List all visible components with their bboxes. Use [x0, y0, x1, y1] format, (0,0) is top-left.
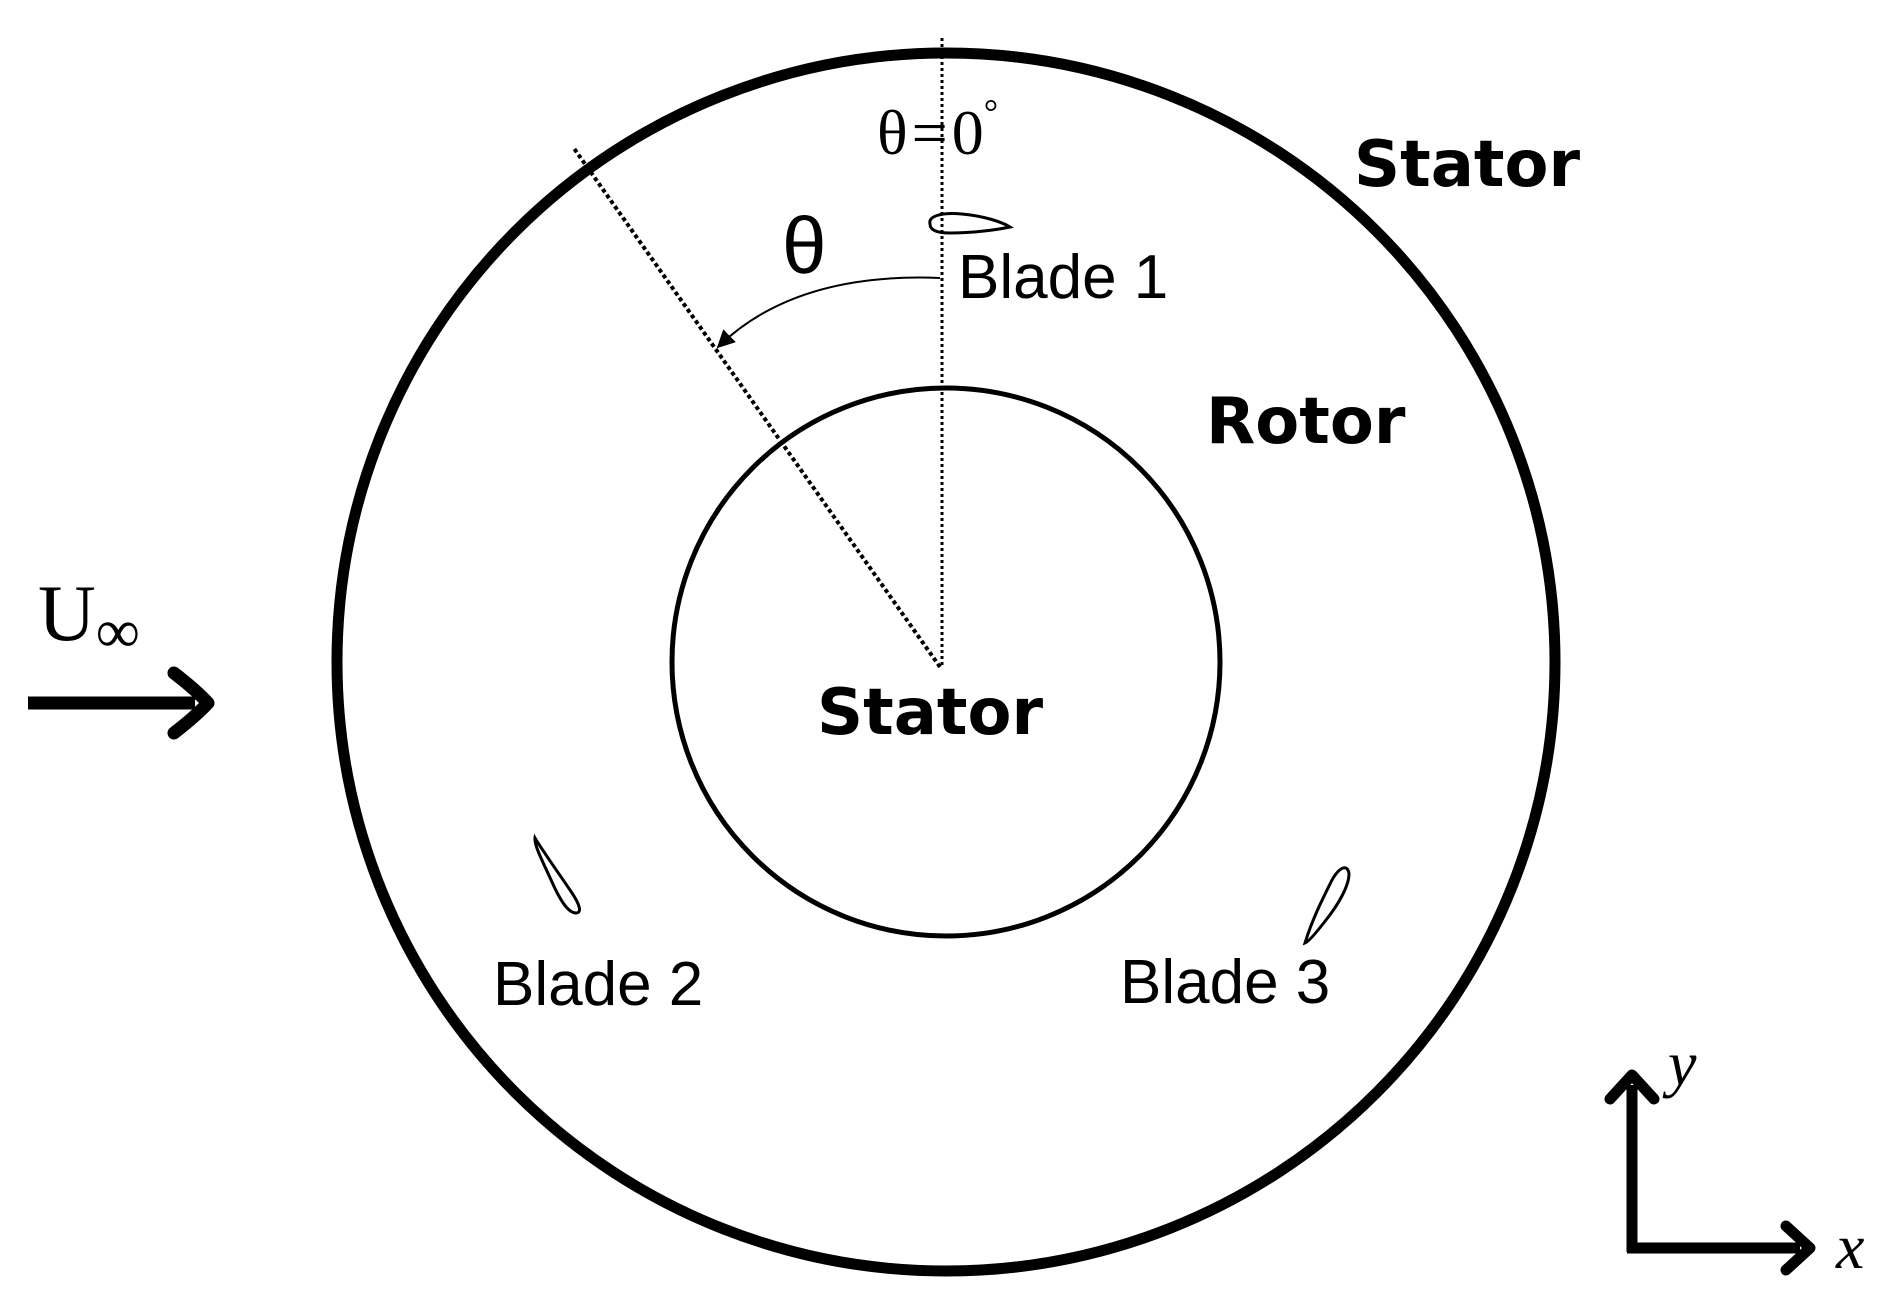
axis-y-arrowhead	[1604, 1069, 1660, 1105]
axis-x-arrowhead	[1780, 1220, 1816, 1276]
blade-2-airfoil	[533, 833, 581, 915]
blade-3-airfoil	[1302, 866, 1351, 946]
theta-zero-label: θ=0°	[877, 92, 998, 168]
coordinate-axes	[1604, 1069, 1816, 1276]
inner-rotor-circle	[669, 385, 1223, 939]
theta-label: θ	[782, 201, 827, 290]
rotor-label: Rotor	[1206, 385, 1406, 459]
freestream-arrow	[28, 666, 215, 740]
inner-stator-label: Stator	[817, 676, 1043, 750]
outer-stator-circle	[331, 47, 1561, 1277]
blade-3-label: Blade 3	[1120, 948, 1330, 1017]
blade-1-label: Blade 1	[958, 243, 1168, 312]
freestream-velocity-label: U∞	[38, 570, 140, 666]
blade-1-airfoil	[928, 212, 1014, 235]
theta-radial-line	[571, 145, 942, 669]
blade-2-label: Blade 2	[493, 950, 703, 1019]
axis-x-label: x	[1835, 1211, 1864, 1282]
axis-y-label: y	[1662, 1028, 1697, 1099]
theta-arc-arrow	[716, 276, 941, 349]
outer-stator-label: Stator	[1354, 128, 1580, 202]
